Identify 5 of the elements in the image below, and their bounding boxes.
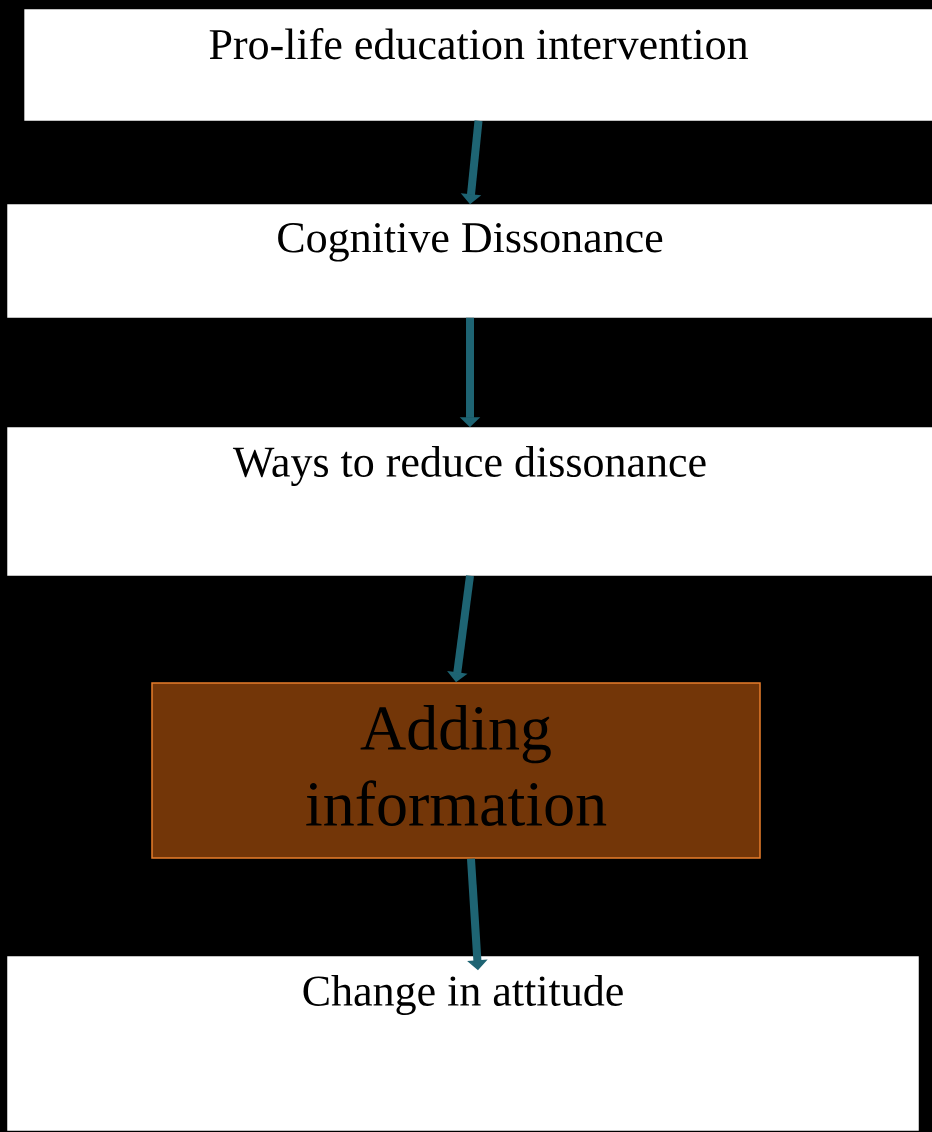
process-box: Change in attitude [7, 956, 919, 1131]
process-box: Ways to reduce dissonance [7, 427, 932, 576]
process-box: Pro-life education intervention [24, 9, 932, 121]
process-box: Cognitive Dissonance [7, 204, 932, 318]
process-box: Adding information [151, 682, 761, 859]
